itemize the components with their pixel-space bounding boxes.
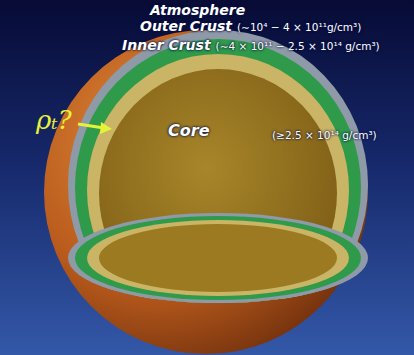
density-range: (∼4 × 10¹¹ − 2.5 × 10¹⁴ g/cm³)	[216, 41, 380, 53]
layer-label: Core	[168, 122, 209, 140]
layer-label: Outer Crust	[140, 19, 232, 34]
density-range: (∼10⁴ − 4 × 10¹¹g/cm³)	[237, 22, 361, 34]
layer-label: Atmosphere	[150, 3, 245, 18]
density-range: (≥2.5 × 10¹⁴ g/cm³)	[272, 130, 377, 142]
pointer-arrow	[78, 122, 112, 134]
layer-label: Inner Crust	[122, 38, 211, 53]
cutaway-shells	[68, 30, 368, 340]
star-surface	[44, 30, 368, 354]
equatorial-cut-plane	[68, 213, 368, 303]
transition-density-label: ρₜ?	[36, 106, 72, 135]
